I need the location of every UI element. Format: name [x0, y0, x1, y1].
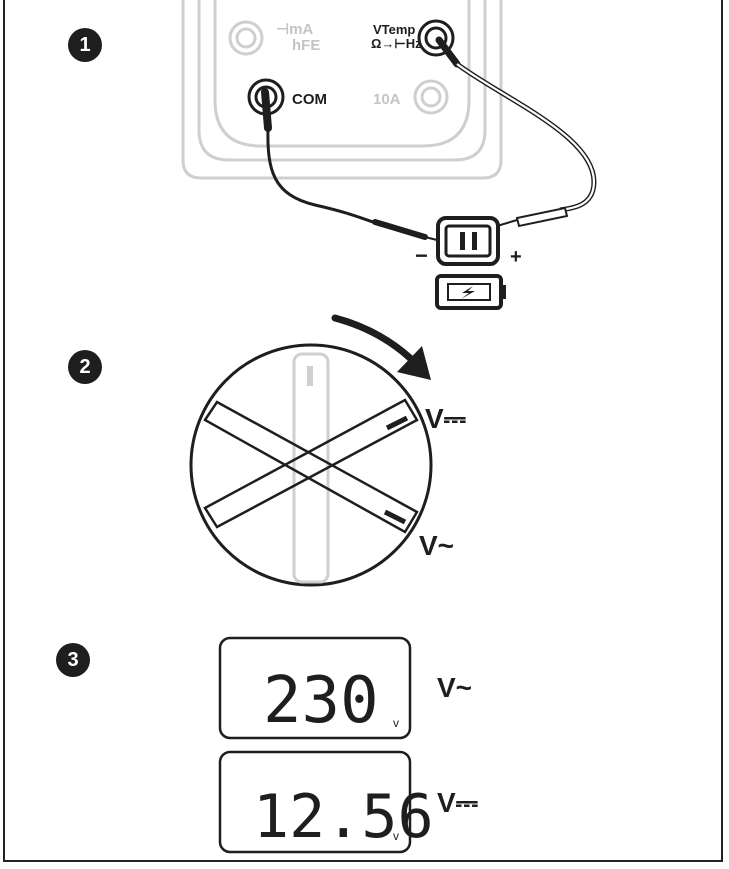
battery-icon	[435, 274, 506, 310]
com-jack: COM	[247, 78, 327, 116]
lcd-ac-mode-label: V~	[437, 672, 472, 703]
lcd-dc-reading: 12.56	[253, 782, 434, 852]
dial-dc-volts-label: V⎓	[425, 403, 466, 434]
multimeter-body	[181, 0, 503, 180]
com-jack-label: COM	[292, 91, 327, 108]
10a-jack: 10A	[373, 79, 449, 115]
outlet-minus-label: −	[415, 243, 428, 268]
diagram-art: ⊣mA hFE VTemp Ω→⊢Hz COM 10A	[181, 0, 597, 854]
outlet-plus-label: +	[510, 246, 522, 268]
ma-jack: ⊣mA hFE	[228, 20, 320, 56]
hfe-jack-label: hFE	[292, 37, 320, 54]
step-2-badge: 2	[68, 350, 102, 384]
lcd-ac-reading: 230	[263, 664, 379, 738]
power-outlet-icon: − +	[415, 216, 522, 268]
lcd-ac-unit: v	[393, 716, 399, 730]
ohm-hz-jack-label: Ω→⊢Hz	[371, 36, 422, 51]
10a-jack-label: 10A	[373, 91, 401, 108]
red-test-lead	[435, 36, 597, 228]
ma-jack-label: ⊣mA	[276, 21, 313, 38]
step-3-badge: 3	[56, 643, 90, 677]
black-test-lead	[261, 88, 446, 243]
step-1-badge: 1	[68, 28, 102, 62]
diagram-frame: 1 2 3 ⊣mA hFE VTemp Ω→⊢Hz COM	[3, 0, 723, 862]
rotate-arrow-icon	[331, 314, 431, 380]
lcd-dc-unit: v	[393, 829, 399, 843]
lcd-dc-mode-label: V⎓	[437, 787, 478, 818]
lcd-display-dc: 12.56 v	[218, 750, 434, 854]
rotary-dial	[189, 343, 433, 587]
lcd-display-ac: 230 v	[218, 636, 412, 740]
vtemp-jack-label: VTemp	[373, 22, 415, 37]
dial-ac-volts-label: V~	[419, 530, 454, 561]
